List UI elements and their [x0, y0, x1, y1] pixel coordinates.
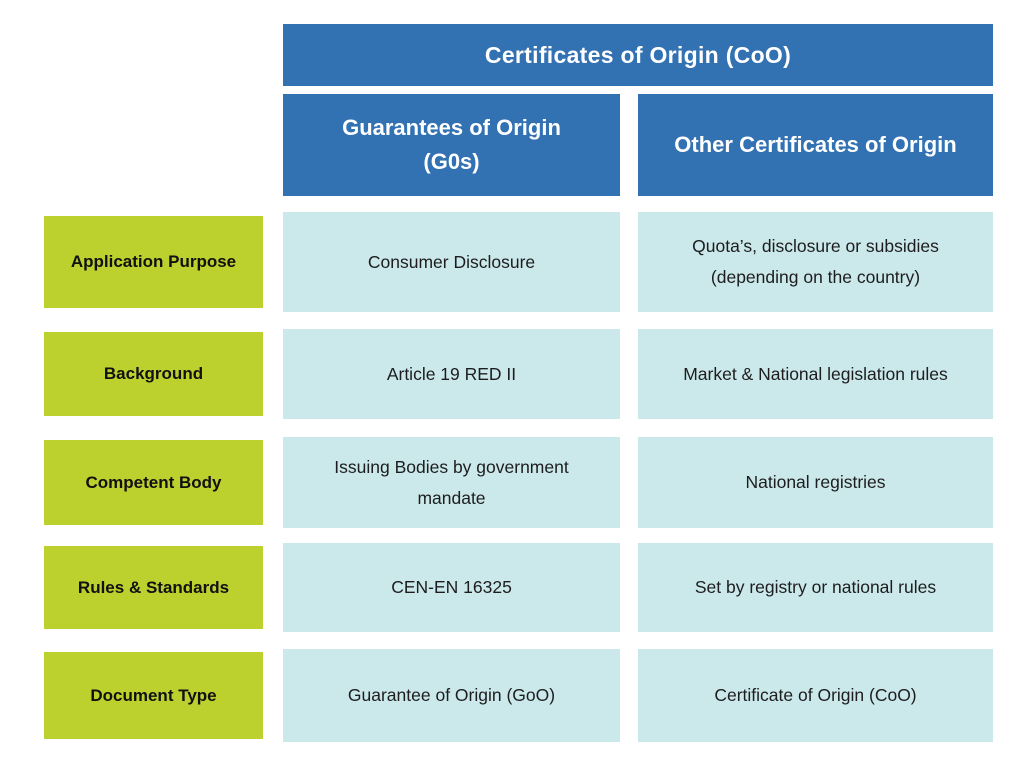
cell-background-goo: Article 19 RED II — [283, 329, 620, 419]
cell-application-purpose-goo: Consumer Disclosure — [283, 212, 620, 312]
cell-rules-standards-other: Set by registry or national rules — [638, 543, 993, 632]
cell-background-other: Market & National legislation rules — [638, 329, 993, 419]
cell-text: National registries — [745, 472, 886, 493]
column-header-label: Other Certificates of Origin — [674, 131, 957, 157]
cell-text: Market & National legislation rules — [683, 363, 948, 384]
row-label-text: Competent Body — [85, 472, 222, 492]
column-header-other-certificates: Other Certificates of Origin — [638, 94, 993, 196]
row-label-text: Document Type — [90, 685, 217, 705]
cell-document-type-goo: Guarantee of Origin (GoO) — [283, 649, 620, 742]
cell-text: Article 19 RED II — [386, 363, 517, 384]
cell-document-type-other: Certificate of Origin (CoO) — [638, 649, 993, 742]
row-label-text: Rules & Standards — [77, 577, 230, 597]
cell-text: CEN-EN 16325 — [391, 577, 512, 598]
cell-text: Set by registry or national rules — [694, 577, 937, 598]
cell-competent-body-other: National registries — [638, 437, 993, 528]
main-header-title: Certificates of Origin (CoO) — [484, 41, 792, 68]
cell-competent-body-goo: Issuing Bodies by government mandate — [283, 437, 620, 528]
cell-rules-standards-goo: CEN-EN 16325 — [283, 543, 620, 632]
cell-text: Consumer Disclosure — [367, 251, 536, 272]
cell-text: Issuing Bodies by government mandate — [334, 456, 569, 508]
cell-text: Quota’s, disclosure or subsidies (depend… — [692, 236, 939, 287]
row-label-document-type: Document Type — [44, 652, 263, 739]
column-header-guarantees-of-origin: Guarantees of Origin (G0s) — [283, 94, 620, 196]
main-header: Certificates of Origin (CoO) — [283, 24, 993, 86]
row-label-application-purpose: Application Purpose — [44, 216, 263, 308]
cell-text: Guarantee of Origin (GoO) — [347, 685, 556, 706]
row-label-rules-standards: Rules & Standards — [44, 546, 263, 629]
column-header-label: Guarantees of Origin (G0s) — [342, 114, 561, 174]
cell-application-purpose-other: Quota’s, disclosure or subsidies (depend… — [638, 212, 993, 312]
row-label-text: Background — [103, 364, 204, 383]
row-label-competent-body: Competent Body — [44, 440, 263, 525]
row-label-text: Application Purpose — [70, 252, 237, 271]
row-label-background: Background — [44, 332, 263, 416]
cell-text: Certificate of Origin (CoO) — [714, 685, 917, 706]
